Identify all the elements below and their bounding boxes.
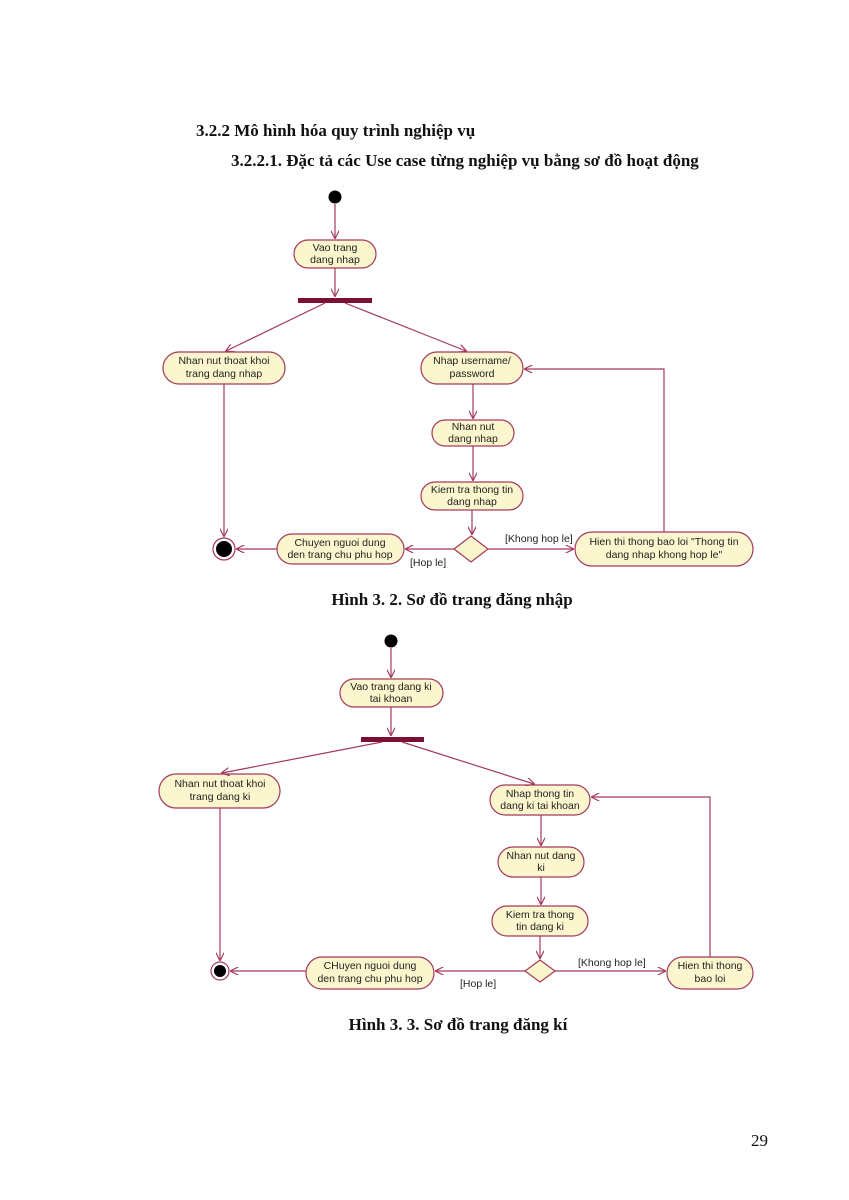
svg-text:ki: ki	[537, 862, 545, 874]
svg-text:dang nhap khong hop le": dang nhap khong hop le"	[606, 549, 723, 561]
svg-text:tai khoan: tai khoan	[370, 693, 413, 705]
svg-text:trang dang nhap: trang dang nhap	[186, 368, 263, 380]
login-check-info-node: Kiem tra thong tin dang nhap	[420, 481, 524, 511]
register-edge	[592, 797, 711, 957]
svg-text:Hien thi thong: Hien thi thong	[678, 960, 743, 972]
login-guard-valid: [Hop le]	[410, 557, 446, 569]
svg-text:bao loi: bao loi	[695, 973, 726, 985]
login-decision-node	[453, 535, 489, 563]
login-activity-diagram: Vao trang dang nhap Nhan nut thoat khoi …	[162, 190, 754, 569]
svg-text:Kiem tra thong tin: Kiem tra thong tin	[431, 484, 513, 496]
svg-text:dang ki tai khoan: dang ki tai khoan	[500, 800, 580, 812]
login-show-error-node: Hien thi thong bao loi "Thong tin dang n…	[574, 531, 754, 567]
svg-text:den trang chu phu hop: den trang chu phu hop	[287, 549, 392, 561]
svg-text:Vao trang: Vao trang	[313, 242, 358, 254]
svg-text:Nhap thong tin: Nhap thong tin	[506, 788, 574, 800]
login-edge	[344, 302, 466, 351]
register-edge	[401, 741, 534, 784]
svg-text:password: password	[450, 368, 495, 380]
svg-text:dang nhap: dang nhap	[448, 433, 498, 445]
register-final-node	[210, 961, 230, 981]
register-activity-diagram: Vao trang dang ki tai khoan Nhan nut tho…	[158, 634, 754, 990]
svg-text:Nhan nut dang: Nhan nut dang	[507, 850, 576, 862]
register-fork-bar	[361, 737, 424, 742]
login-exit-button-node: Nhan nut thoat khoi trang dang nhap	[162, 351, 286, 385]
register-decision-node	[523, 959, 557, 983]
svg-text:Hien thi thong bao loi "Thong: Hien thi thong bao loi "Thong tin	[589, 536, 738, 548]
register-guard-invalid: [Khong hop le]	[578, 957, 646, 969]
register-input-info-node: Nhap thong tin dang ki tai khoan	[489, 784, 591, 816]
page-number: 29	[751, 1131, 768, 1150]
subsection-heading: 3.2.2.1. Đặc tả các Use case từng nghiệp…	[231, 151, 699, 170]
svg-text:Nhap username/: Nhap username/	[433, 355, 511, 367]
login-fork-bar	[298, 298, 372, 303]
login-press-button-node: Nhan nut dang nhap	[431, 419, 515, 447]
svg-text:Vao trang dang ki: Vao trang dang ki	[350, 681, 432, 693]
login-initial-node	[328, 190, 342, 204]
login-edge	[525, 369, 665, 532]
register-guard-valid: [Hop le]	[460, 978, 496, 990]
register-initial-node	[384, 634, 398, 648]
svg-text:Chuyen nguoi dung: Chuyen nguoi dung	[294, 537, 385, 549]
login-redirect-home-node: Chuyen nguoi dung den trang chu phu hop	[276, 533, 405, 565]
svg-text:Kiem tra thong: Kiem tra thong	[506, 909, 574, 921]
login-final-node	[212, 537, 236, 561]
section-heading: 3.2.2 Mô hình hóa quy trình nghiệp vụ	[196, 121, 476, 140]
svg-text:tin dang ki: tin dang ki	[516, 921, 564, 933]
register-show-error-node: Hien thi thong bao loi	[666, 956, 754, 990]
login-figure-caption: Hình 3. 2. Sơ đồ trang đăng nhập	[331, 590, 573, 609]
svg-text:CHuyen nguoi dung: CHuyen nguoi dung	[324, 960, 417, 972]
login-edge	[226, 302, 326, 351]
svg-text:dang nhap: dang nhap	[310, 254, 360, 266]
svg-text:dang nhap: dang nhap	[447, 496, 497, 508]
register-figure-caption: Hình 3. 3. Sơ đồ trang đăng kí	[348, 1015, 568, 1034]
login-guard-invalid: [Khong hop le]	[505, 533, 573, 545]
svg-text:den trang chu phu hop: den trang chu phu hop	[317, 973, 422, 985]
login-enter-page-node: Vao trang dang nhap	[293, 239, 377, 269]
register-check-info-node: Kiem tra thong tin dang ki	[491, 905, 589, 937]
register-enter-page-node: Vao trang dang ki tai khoan	[339, 678, 444, 708]
svg-text:Nhan nut thoat khoi: Nhan nut thoat khoi	[174, 778, 265, 790]
svg-text:trang dang ki: trang dang ki	[190, 791, 251, 803]
register-edge	[222, 741, 383, 773]
register-redirect-home-node: CHuyen nguoi dung den trang chu phu hop	[305, 956, 435, 990]
login-input-credentials-node: Nhap username/ password	[420, 351, 524, 385]
svg-text:Nhan nut: Nhan nut	[452, 421, 495, 433]
register-exit-button-node: Nhan nut thoat khoi trang dang ki	[158, 773, 281, 809]
register-press-button-node: Nhan nut dang ki	[497, 846, 585, 878]
svg-text:Nhan nut thoat khoi: Nhan nut thoat khoi	[178, 355, 269, 367]
